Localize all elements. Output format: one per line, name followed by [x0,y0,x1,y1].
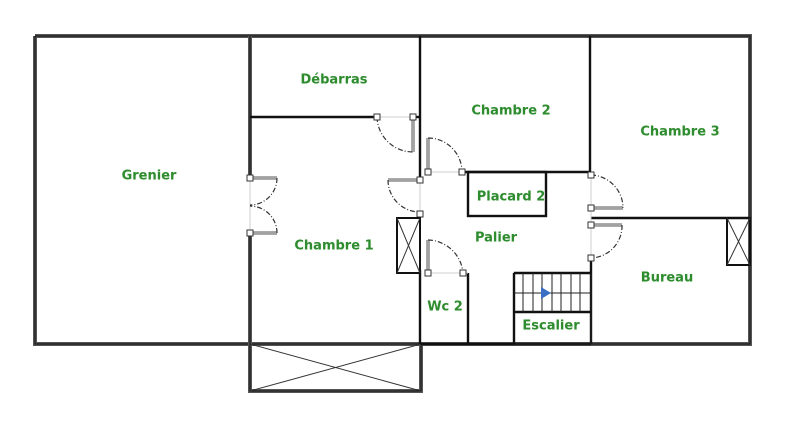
door-wc-2[interactable] [424,239,467,277]
room-label-bureau: Bureau [640,270,694,286]
room-label-chambre-3: Chambre 3 [640,124,720,140]
door-debarras[interactable] [373,113,417,153]
balcony-box [248,342,423,393]
room-label-escalier: Escalier [522,318,580,334]
door-chambre-2[interactable] [424,137,466,176]
room-label-debarras: Débarras [300,72,368,88]
door-grenier[interactable] [246,174,278,237]
staircase[interactable] [512,271,592,345]
room-label-chambre-1: Chambre 1 [294,238,374,254]
outer-walls [33,34,752,346]
door-chambre-3[interactable] [587,171,624,212]
room-label-wc-2: Wc 2 [427,299,463,315]
stair-direction-arrow-icon [541,287,551,299]
room-label-chambre-2: Chambre 2 [471,103,551,119]
duct-bureau [726,217,751,266]
duct-chambre-1 [396,217,421,274]
room-label-palier: Palier [474,230,518,246]
door-bureau[interactable] [587,221,623,262]
room-label-grenier: Grenier [121,168,177,184]
room-label-placard-2: Placard 2 [476,189,546,205]
door-chambre-1[interactable] [387,176,424,218]
